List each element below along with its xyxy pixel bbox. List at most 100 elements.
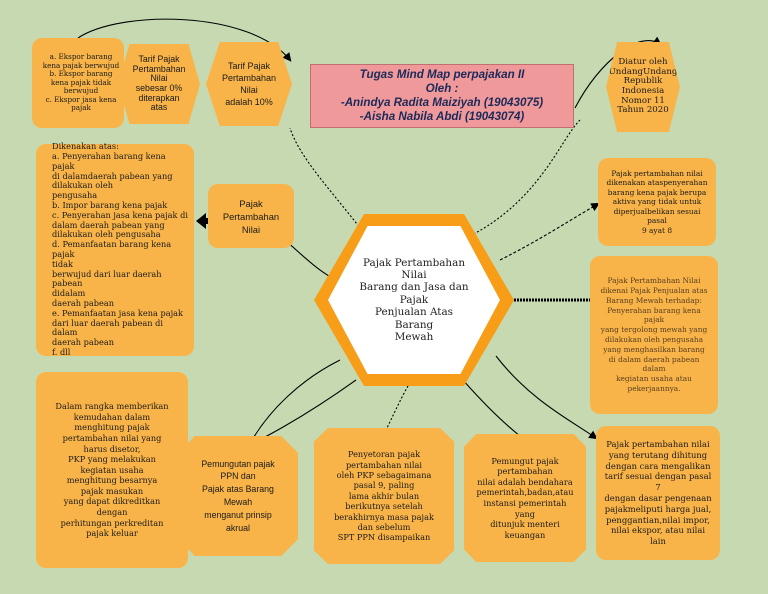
tarif-ten-line: Tarif Pajak [227,61,271,71]
pengkreditan-line: harus disetor, [83,443,141,454]
penyerahan-aktiva-node: Pajak pertambahan nilai dikenakan ataspe… [598,158,716,246]
dikenakan-line: daerah pabean [52,297,115,308]
terutang-line: yang terutang dihitung [608,449,708,460]
ppnbm-line: kegiatan usaha atau [616,374,692,384]
pengkreditan-line: kemudahan dalam [73,411,151,422]
pengkreditan-line: PKP yang melakukan [68,454,156,465]
pemungutan-akrual-line: Pajak atas Barang [202,484,274,495]
dikenakan-line: dilakukan oleh pengusaha [52,229,161,240]
connector-title [469,119,581,237]
central-topic-line: Pajak [399,293,429,306]
dikenakan-line: tidak [52,258,73,269]
pengkreditan-line: pajak keluar [86,528,138,539]
penyetoran-line: SPT PPN disampaikan [337,532,431,543]
pemungut-line: ditunjuk menteri [490,519,560,530]
ppnbm-line: dilakukan oleh pengusaha [604,335,704,344]
dikenakan-line: d. Pemanfaatan barang kena pajak [52,239,172,259]
dikenakan-line: dilakukan oleh [52,180,113,191]
diatur-line: Indonesia [621,86,665,96]
dikenakan-node: Dikenakan atas: a. Penyerahan barang ken… [36,141,194,357]
central-topic-line: Mewah [394,331,434,344]
terutang-line: tarif sesuai dengan pasal 7 [604,471,712,493]
pemungutan-akrual-line: menganut prinsip [204,509,272,520]
ekspor-line: kena pajak tidak [50,77,112,87]
tarif-ten-node: Tarif Pajak Pertambahan Nilai adalah 10% [206,42,292,126]
pemungutan-akrual-line: akrual [226,522,250,533]
connector-terutang [495,355,598,440]
ekspor-line: pajak [71,103,91,113]
penyerahan-aktiva-line: barang kena pajak berupa [607,187,707,197]
ppnbm-line: dikenai Pajak Penjualan atas [600,286,708,296]
ekspor-note: a. Ekspor barang kena pajak berwujud b. … [32,38,124,128]
diatur-line: Republik [623,76,663,87]
pemungut-line: instansi pemerintah [483,498,567,508]
connector-penyetoran [385,385,409,431]
dikenakan-line: Dikenakan atas: [52,141,119,152]
ppnbm-line: Pajak Pertambahan Nilai [607,276,701,286]
dikenakan-line: a. Penyerahan barang kena pajak [52,151,166,171]
pengkreditan-line: pajak masukan [80,485,144,496]
pemungutan-akrual-line: Mewah [223,497,253,507]
penyerahan-aktiva-line: 9 ayat 8 [641,225,673,235]
penyerahan-aktiva-line: aktiva yang tidak untuk [612,197,702,207]
dikenakan-line: didalam [52,288,86,299]
tarif-zero-line: Pertambahan [132,63,186,74]
dikenakan-line: pengusaha [52,190,98,201]
penyetoran-line: Penyetoran pajak [347,449,421,460]
ekspor-line: a. Ekspor barang [49,51,113,61]
dikenakan-line: e. Pemanfaatan jasa kena pajak [52,307,183,318]
ppnbm-line: dalam [642,364,666,374]
penyetoran-line: berakhirnya masa pajak [334,511,434,522]
dikenakan-line: daerah pabean [52,337,115,348]
pengkreditan-node: Dalam rangka memberikan kemudahan dalam … [36,372,188,568]
pengkreditan-line: yang dapat dikreditkan [63,496,161,507]
ekspor-line: c. Ekspor jasa kena [45,94,117,104]
dikenakan-line: berwujud dari luar daerah pabean [52,268,162,289]
penyetoran-node: Penyetoran pajak pertambahan nilai oleh … [314,428,454,564]
tarif-zero-line: sebesar 0% [135,83,183,93]
terutang-line: penggantian,nilai impor, [606,514,710,525]
central-topic-line: Penjualan Atas Barang [374,306,453,331]
ppnbm-line: pajak [643,315,665,325]
dikenakan-line: f. dll [52,346,71,357]
pemungut-line: nilai adalah bendahara [477,476,573,487]
penyetoran-line: pertambahan nilai [345,459,423,470]
pemungutan-akrual-line: Pemungutan pajak [201,458,275,469]
penyetoran-line: lama akhir bulan [348,490,420,501]
title-line: -Anindya Radita Maiziyah (19043075) [340,96,544,109]
connector-pemungutan-ppn [251,359,341,441]
diatur-node: Diatur oleh UndangUndang Republik Indone… [606,42,680,132]
diatur-line: Diatur oleh [618,57,668,68]
title-box: Tugas Mind Map perpajakan II Oleh : -Ani… [310,64,574,128]
terutang-line: Pajak pertambahan nilai [606,439,710,450]
dikenakan-line: di dalamdaerah pabean yang [52,170,173,181]
pemungut-line: pemerintah,badan,atau [476,487,574,498]
tarif-zero-line: Nilai [150,73,168,84]
ppn-label-node: Pajak Pertambahan Nilai [208,184,294,248]
diatur-line: UndangUndang [608,66,678,77]
penyetoran-line: oleh PKP sebagaimana [336,469,432,480]
ekspor-line: kena pajak berwujud [42,60,120,70]
diatur-line: Tahun 2020 [617,105,669,116]
central-topic: Pajak Pertambahan Nilai Barang dan Jasa … [328,226,500,374]
ppnbm-line: yang tergolong mewah yang [600,325,708,335]
tarif-ten-line: Pertambahan [221,73,277,83]
ppnbm-node: Pajak Pertambahan Nilai dikenai Pajak Pe… [590,256,718,414]
ppn-label-line: Pajak [239,197,263,209]
pengkreditan-line: dengan [96,507,128,518]
pengkreditan-line: menghitung besarnya [66,475,158,486]
terutang-node: Pajak pertambahan nilai yang terutang di… [596,426,720,560]
pemungut-line: yang [514,508,536,519]
pengkreditan-line: Dalam rangka memberikan [55,401,169,412]
dikenakan-line: b. Impor barang kena pajak [52,200,168,211]
tarif-ten-line: Nilai [240,85,258,95]
pemungut-node: Pemungut pajak pertambahan nilai adalah … [464,434,586,562]
terutang-line: dengan cara mengalikan [605,460,711,471]
ppn-label-line: Nilai [241,223,261,235]
diatur-line: Nomor 11 [621,95,665,106]
ekspor-line: b. Ekspor barang [49,69,113,79]
pengkreditan-line: pertambahan nilai yang [62,432,162,443]
pemungut-line: keuangan [504,529,546,540]
pengkreditan-line: kegiatan usaha [80,464,144,475]
ppnbm-line: pekerjaannya. [627,383,681,393]
